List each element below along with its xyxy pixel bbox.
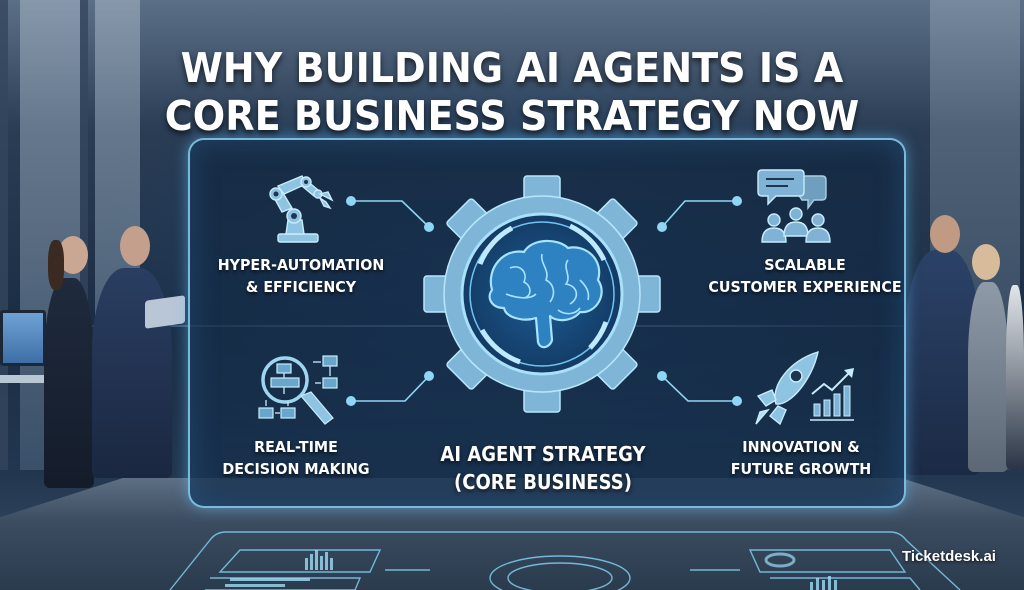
person-man-silhouette <box>905 250 980 475</box>
window-frame <box>0 0 8 470</box>
person-head <box>930 215 960 253</box>
pillar-label-line1: SCALABLE <box>764 256 846 274</box>
rocket-growth-chart-icon <box>755 351 854 426</box>
pillar-customer-experience: SCALABLE CUSTOMER EXPERIENCE <box>708 254 901 298</box>
pillar-label-line2: & EFFICIENCY <box>245 278 357 296</box>
pillar-label-line2: FUTURE GROWTH <box>730 460 872 478</box>
holographic-dashboard <box>169 531 961 590</box>
robot-arm-icon <box>269 175 334 243</box>
center-label-line2: (CORE BUSINESS) <box>454 470 632 494</box>
person-head <box>120 226 150 266</box>
desk <box>0 375 60 383</box>
brain-gear-icon <box>423 175 661 413</box>
person-woman-silhouette <box>968 282 1008 472</box>
pillar-label-line1: REAL-TIME <box>254 438 338 456</box>
magnifier-flowchart-icon <box>258 355 338 425</box>
pillar-label-line1: HYPER-AUTOMATION <box>217 256 385 274</box>
title-line-1: WHY BUILDING AI AGENTS IS A <box>180 44 844 92</box>
pillar-label-line2: DECISION MAKING <box>222 460 370 478</box>
pillar-label-line2: CUSTOMER EXPERIENCE <box>708 278 902 296</box>
center-label-line1: AI AGENT STRATEGY <box>440 442 646 466</box>
chat-people-icon <box>757 169 831 243</box>
person-head <box>972 244 1000 280</box>
pillar-hyper-automation: HYPER-AUTOMATION & EFFICIENCY <box>204 254 397 298</box>
pillar-label-line1: INNOVATION & <box>742 438 860 456</box>
person-silhouette <box>1006 285 1024 470</box>
person-woman-silhouette <box>44 278 94 488</box>
center-label: AI AGENT STRATEGY (CORE BUSINESS) <box>422 440 665 496</box>
page-title: WHY BUILDING AI AGENTS IS A CORE BUSINES… <box>36 44 988 140</box>
pillar-innovation: INNOVATION & FUTURE GROWTH <box>714 436 889 480</box>
window-frame <box>80 0 88 470</box>
ponytail <box>48 240 64 290</box>
title-line-2: CORE BUSINESS STRATEGY NOW <box>164 92 860 140</box>
pillar-decision-making: REAL-TIME DECISION MAKING <box>213 436 379 480</box>
brand-watermark: Ticketdesk.ai <box>902 548 996 565</box>
